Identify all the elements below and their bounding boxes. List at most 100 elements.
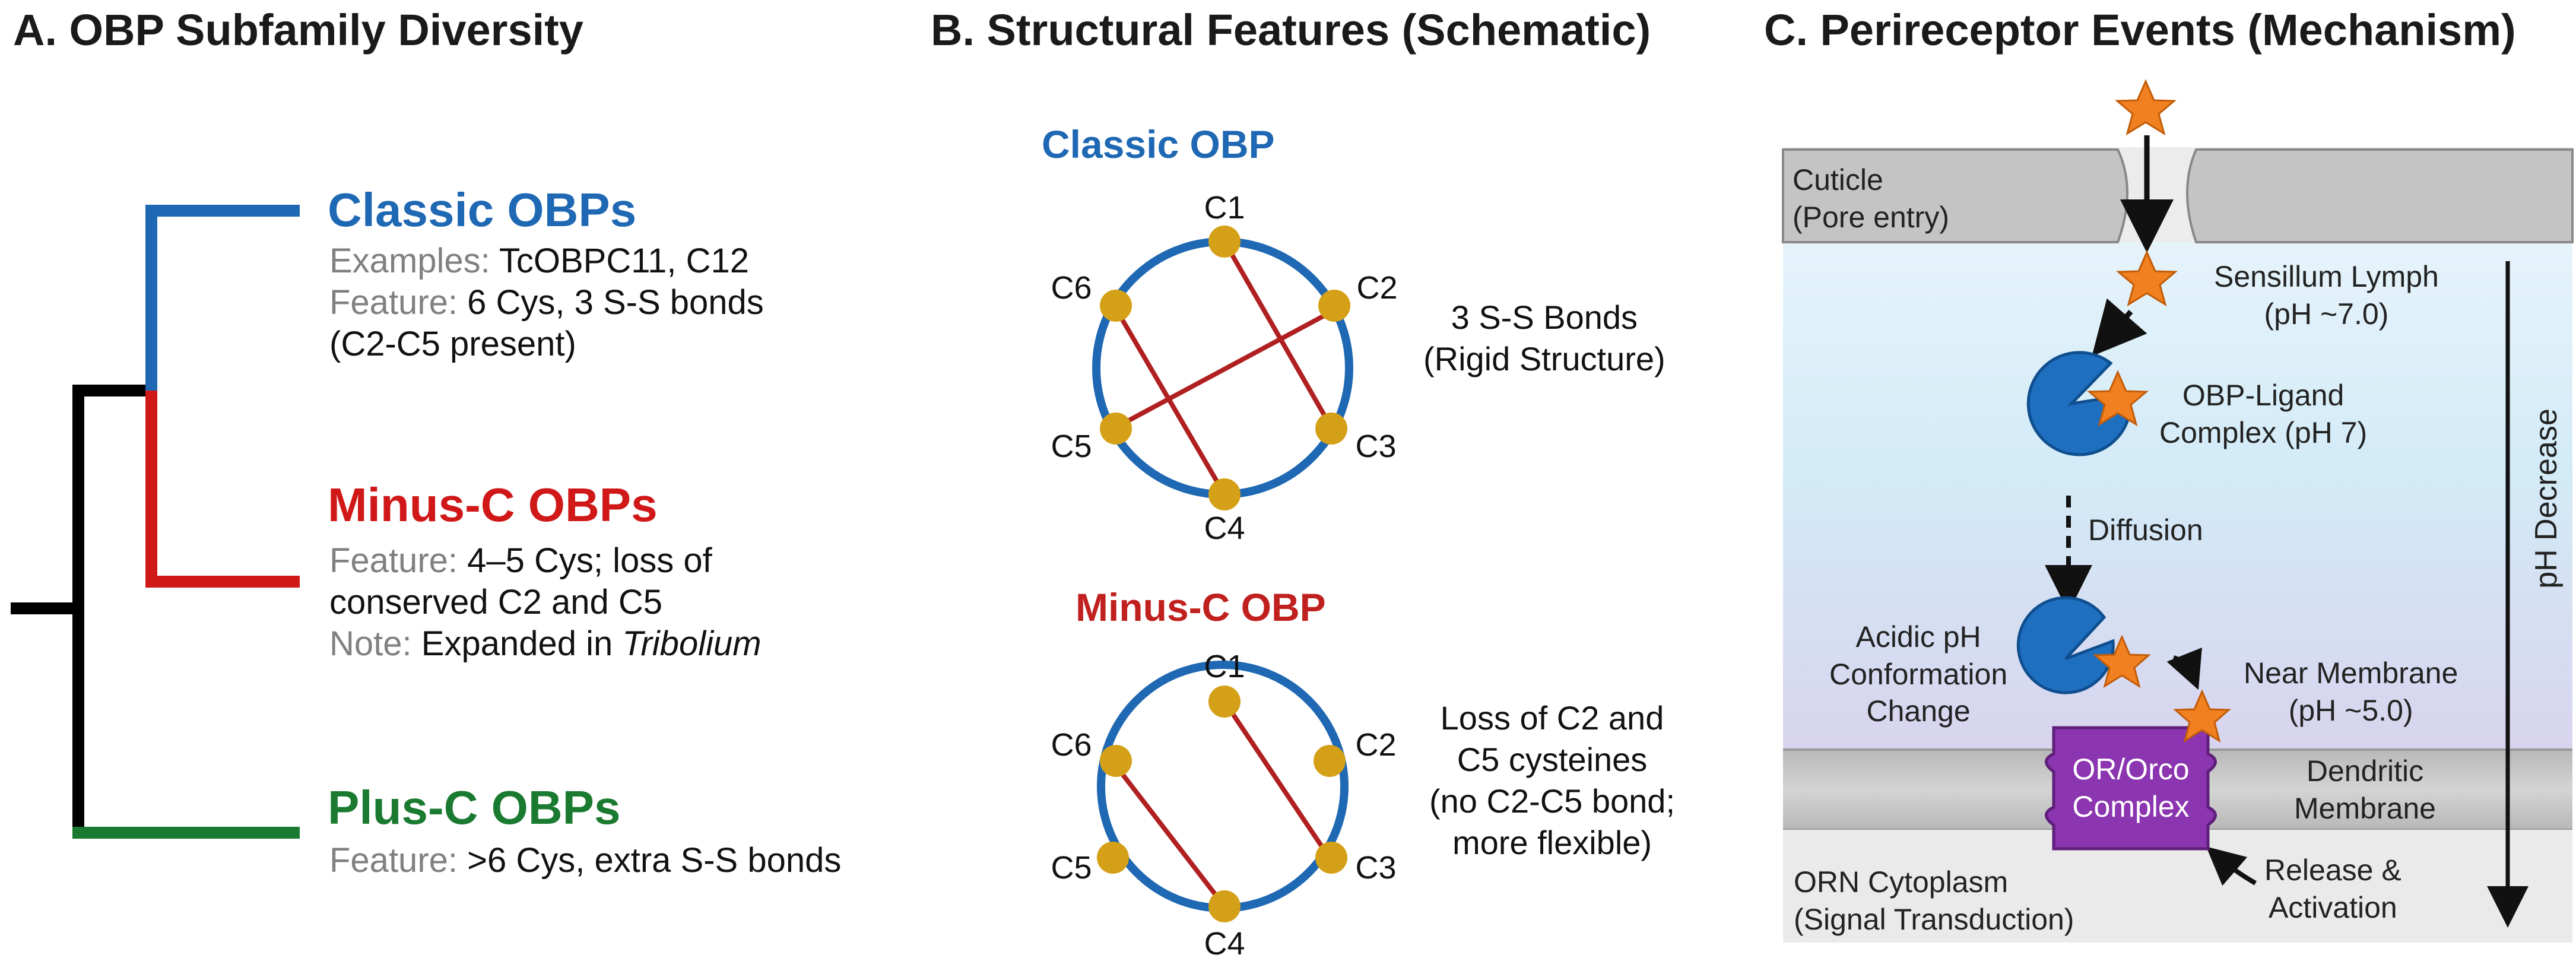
examples-value: TcOBPC11, C12 [490, 242, 750, 280]
plus-feature: Feature: >6 Cys, extra S-S bonds [329, 840, 841, 881]
node-c5 [1100, 413, 1132, 445]
panel-a-title: A. OBP Subfamily Diversity [13, 5, 583, 55]
plus-c-obps-title: Plus-C OBPs [328, 781, 621, 834]
acidic-ph-label: Acidic pH Conformation Change [1829, 618, 2007, 730]
receptor-line: Complex [2072, 789, 2190, 823]
minus-bond-note: Loss of C2 and C5 cysteines (no C2-C5 bo… [1429, 697, 1675, 864]
cuticle-line: Cuticle [1793, 163, 1883, 196]
bond-c6-c4 [1113, 307, 1227, 496]
node-c3 [1315, 413, 1347, 445]
classic-feature: Feature: 6 Cys, 3 S-S bonds [329, 282, 764, 323]
minus-note: Note: Expanded in Tribolium [329, 623, 762, 665]
ligand-star-lymph [2116, 250, 2178, 307]
obp-ligand-complex-label: OBP-Ligand Complex (pH 7) [2159, 377, 2367, 451]
acidic-line: Change [1866, 694, 1971, 728]
feature-value: 4–5 Cys; loss of [458, 541, 712, 580]
feature-label: Feature: [329, 841, 458, 880]
classic-obps-title: Classic OBPs [328, 183, 637, 236]
node-c1 [1208, 686, 1241, 718]
node-c5 [1097, 842, 1129, 874]
note-line: 3 S-S Bonds [1451, 299, 1638, 336]
dendritic-membrane-label: Dendritic Membrane [2294, 753, 2436, 827]
cuticle-right [2186, 148, 2574, 243]
note-label: Note: [329, 624, 412, 663]
dendritic-line: Membrane [2294, 791, 2436, 825]
diffusion-label: Diffusion [2088, 513, 2203, 547]
feature-label: Feature: [329, 283, 458, 322]
release-line: Activation [2268, 890, 2397, 924]
binding-arrow [2092, 298, 2147, 357]
classic-label-c4: C4 [1204, 510, 1245, 546]
classic-label-c5: C5 [1051, 429, 1092, 464]
bond-c2-c5 [1115, 306, 1338, 430]
release-activation-label: Release & Activation [2264, 852, 2401, 926]
minus-label-c3: C3 [1355, 850, 1397, 886]
orn-cytoplasm-label: ORN Cytoplasm (Signal Transduction) [1794, 864, 2074, 938]
minus-feature: Feature: 4–5 Cys; loss of [329, 540, 712, 582]
bond-c1-c3 [1222, 240, 1334, 429]
minus-feature-cont: conserved C2 and C5 [329, 583, 662, 621]
note-line: (no C2-C5 bond; [1429, 782, 1676, 820]
classic-obp-title: Classic OBP [1042, 122, 1275, 166]
note-line: more flexible) [1452, 824, 1652, 861]
node-c4 [1208, 478, 1241, 510]
classic-label-c3: C3 [1355, 429, 1397, 464]
node-c3 [1315, 842, 1347, 874]
acidic-line: Acidic pH [1855, 620, 1981, 653]
lymph-line: (pH ~7.0) [2264, 297, 2389, 331]
minus-label-c5: C5 [1051, 850, 1092, 886]
classic-examples: Examples: TcOBPC11, C12 [329, 240, 749, 282]
node-c2 [1318, 290, 1350, 322]
ligand-star-outside [2115, 79, 2177, 136]
minus-label-c4: C4 [1204, 926, 1245, 962]
panel-b-title: B. Structural Features (Schematic) [931, 5, 1651, 55]
minus-c-obps-title: Minus-C OBPs [328, 478, 658, 531]
or-orco-receptor [2045, 726, 2217, 851]
minus-label-c6: C6 [1051, 727, 1092, 763]
examples-label: Examples: [329, 242, 490, 280]
cuticle-label: Cuticle (Pore entry) [1793, 161, 1949, 236]
near-line: (pH ~5.0) [2288, 693, 2413, 727]
feature-label: Feature: [329, 541, 458, 580]
feature-value: >6 Cys, extra S-S bonds [458, 841, 842, 880]
node-c4 [1208, 890, 1241, 922]
note-italic: Tribolium [622, 624, 762, 663]
cuticle-left [1782, 148, 2128, 243]
activation-arrow [2206, 846, 2257, 886]
release-line: Release & [2264, 854, 2401, 887]
bond-c6-c4 [1113, 764, 1227, 908]
note-line: C5 cysteines [1457, 741, 1648, 778]
release-arrow [2166, 647, 2202, 690]
complex-line: Complex (pH 7) [2159, 415, 2368, 449]
cuticle-line: (Pore entry) [1793, 200, 1949, 234]
ligand-star-receptor [2173, 689, 2231, 743]
near-membrane-label: Near Membrane (pH ~5.0) [2244, 655, 2458, 729]
node-c2 [1314, 745, 1346, 777]
classic-obp-ring [1092, 226, 1353, 510]
dendritic-line: Dendritic [2306, 754, 2424, 788]
note-line: Loss of C2 and [1440, 699, 1664, 737]
complex-line: OBP-Ligand [2182, 379, 2345, 412]
classic-label-c1: C1 [1204, 190, 1245, 226]
node-c6 [1100, 290, 1132, 322]
acidic-line: Conformation [1829, 657, 2008, 691]
node-c1 [1208, 226, 1241, 258]
minus-label-c2: C2 [1355, 727, 1397, 763]
bond-c1-c3 [1222, 700, 1334, 862]
near-line: Near Membrane [2244, 656, 2458, 690]
note-line: (Rigid Structure) [1423, 340, 1665, 377]
ligand-star-released [2093, 634, 2151, 689]
minus-c-obp-title: Minus-C OBP [1076, 585, 1326, 629]
orn-line: ORN Cytoplasm [1794, 865, 2009, 899]
feature-value: 6 Cys, 3 S-S bonds [458, 283, 764, 322]
classic-label-c6: C6 [1051, 270, 1092, 306]
classic-bond-note: 3 S-S Bonds (Rigid Structure) [1423, 297, 1665, 380]
minus-c-obp-ring [1097, 661, 1349, 922]
or-orco-label: OR/Orco Complex [2063, 751, 2199, 825]
panel-c-title: C. Perireceptor Events (Mechanism) [1764, 5, 2516, 55]
note-value: Expanded in [411, 624, 623, 663]
ligand-star-bound [2087, 370, 2149, 427]
